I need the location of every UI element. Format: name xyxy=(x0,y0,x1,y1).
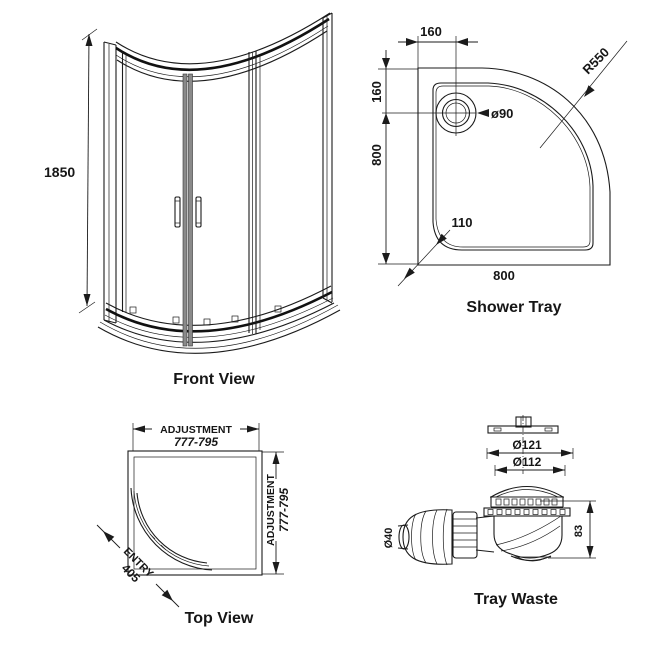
tray-dim-top-offset: 160 xyxy=(398,24,478,46)
center-mullion xyxy=(182,73,193,347)
tray-top-offset-label: 160 xyxy=(420,24,442,39)
tray-waste-title: Tray Waste xyxy=(474,591,558,608)
tray-inner-radius-label: 110 xyxy=(452,215,473,230)
door-rollers xyxy=(129,305,282,326)
waste-flange-dia-label: Ø121 xyxy=(512,438,542,452)
tray-dim-radius: R550 xyxy=(539,40,628,149)
front-view-title: Front View xyxy=(173,371,255,388)
waste-fixing-key xyxy=(487,416,559,434)
front-height-label: 1850 xyxy=(44,164,75,180)
tray-dim-waste: ø90 xyxy=(477,106,513,121)
waste-compression-nut xyxy=(402,509,453,565)
tray-outer-profile xyxy=(417,67,611,266)
shower-tray-view: 160 160 800 800 ø90 R550 xyxy=(369,24,628,316)
tray-radius-label: R550 xyxy=(580,45,613,78)
front-view-enclosure xyxy=(97,12,341,354)
top-adjustment-range: 777-795 xyxy=(174,435,218,449)
front-view-height-dimension: 1850 xyxy=(44,28,98,314)
tray-waste-dia-label: ø90 xyxy=(491,106,513,121)
waste-flange-slots xyxy=(487,509,566,515)
waste-dim-height: 83 xyxy=(540,500,596,559)
tray-dim-left: 160 800 xyxy=(369,50,418,265)
top-view-dim-right: ADJUSTMENT 777-795 xyxy=(262,451,291,575)
waste-dim-dome: Ø112 xyxy=(494,455,566,476)
top-view-dim-entry: ENTRY 405 xyxy=(96,524,180,608)
right-adjustment-label: ADJUSTMENT xyxy=(265,474,277,546)
waste-dim-flange: Ø121 xyxy=(486,438,574,459)
waste-outlet-opening xyxy=(398,524,410,550)
shower-tray-title: Shower Tray xyxy=(466,299,561,316)
waste-vent-slots xyxy=(495,498,558,506)
top-view: ADJUSTMENT 777-795 ADJUSTMENT 777-795 EN… xyxy=(96,423,291,627)
tray-bottom-side-label: 800 xyxy=(493,268,515,283)
waste-body xyxy=(483,486,571,562)
waste-height-label: 83 xyxy=(573,525,585,537)
door-handle-left xyxy=(174,196,181,228)
top-adjustment-label: ADJUSTMENT xyxy=(160,424,232,436)
top-view-inner-frame xyxy=(133,456,257,570)
waste-outlet-dia-label: Ø40 xyxy=(383,528,395,549)
tray-left-offset-label: 160 xyxy=(369,81,384,103)
waste-dome-dia-label: Ø112 xyxy=(513,455,542,469)
top-view-dim-top: ADJUSTMENT 777-795 xyxy=(132,423,260,451)
door-handle-right xyxy=(195,196,202,228)
top-view-title: Top View xyxy=(185,610,254,627)
top-view-door-curve xyxy=(130,487,213,571)
front-view: 1850 xyxy=(44,12,341,388)
tray-waste-view: Ø121 Ø112 xyxy=(383,415,596,608)
tray-left-side-label: 800 xyxy=(369,144,384,166)
waste-ribbed-connector xyxy=(452,511,478,559)
tray-dim-inner-radius: 110 xyxy=(397,215,473,287)
waste-inlet-pipe: Ø40 xyxy=(383,508,495,566)
right-adjustment-range: 777-795 xyxy=(277,488,291,532)
top-view-outer-frame xyxy=(127,450,263,576)
